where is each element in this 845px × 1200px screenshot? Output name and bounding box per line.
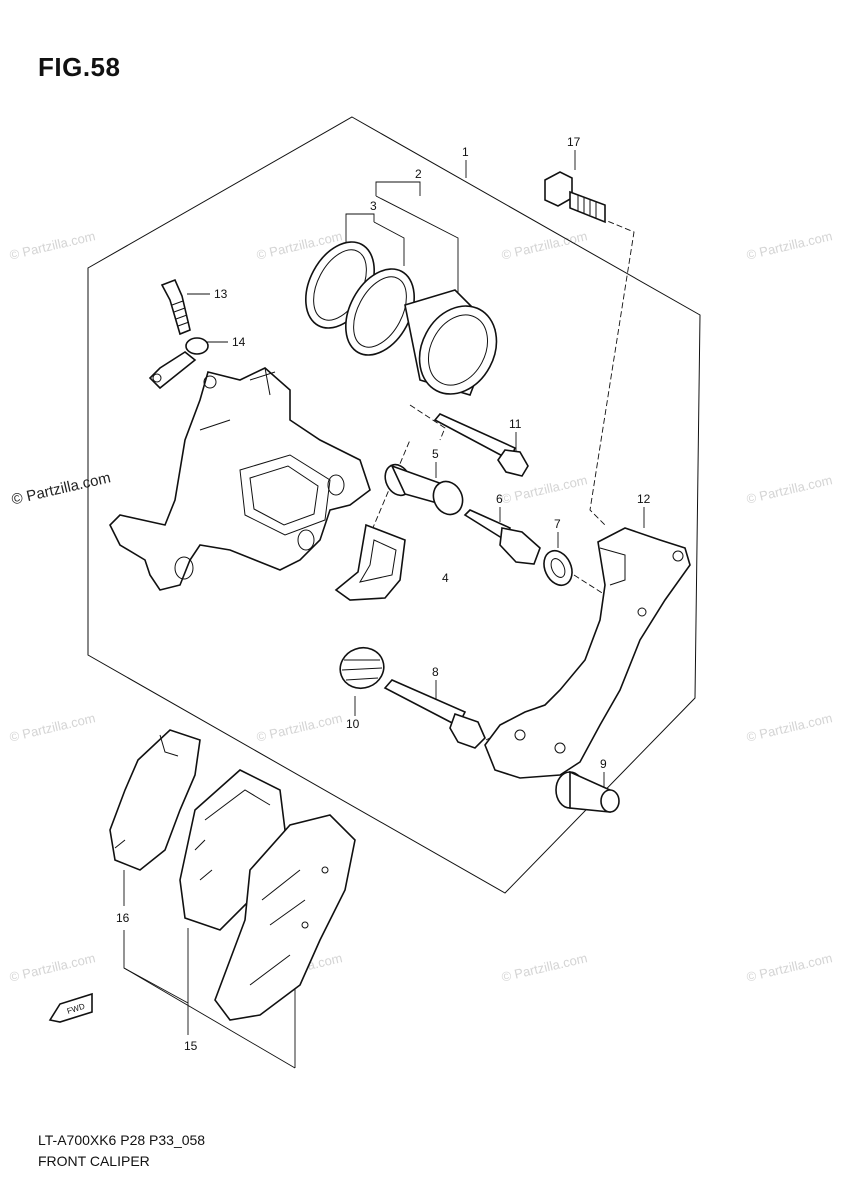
- callout-14: 14: [232, 335, 246, 349]
- assembly-outline: [87, 116, 701, 894]
- callout-16: 16: [116, 911, 130, 925]
- boot-10: [339, 646, 385, 690]
- callout-12: 12: [637, 492, 651, 506]
- figure-code: LT-A700XK6 P28 P33_058: [38, 1132, 206, 1148]
- callout-4: 4: [442, 571, 449, 585]
- callout-3: 3: [370, 199, 377, 213]
- brake-pads-15: [179, 769, 356, 1021]
- callout-7: 7: [554, 517, 561, 531]
- leader-lines: [123, 150, 645, 1069]
- pin-11: [433, 413, 529, 477]
- callout-17: 17: [567, 135, 581, 149]
- bleeder-screw-13: [160, 278, 191, 336]
- figure-name: FRONT CALIPER: [38, 1153, 150, 1169]
- seal-3b: [345, 268, 415, 356]
- washer-7: [543, 549, 573, 587]
- washer-14: [148, 337, 209, 390]
- callout-11: 11: [509, 417, 522, 431]
- callout-10: 10: [346, 717, 360, 731]
- callout-5: 5: [432, 447, 439, 461]
- fwd-arrow-icon: FWD: [48, 992, 93, 1023]
- pin-6: [463, 509, 541, 565]
- piston-2: [404, 289, 498, 396]
- bolt-17: [544, 171, 606, 224]
- callout-6: 6: [496, 492, 503, 506]
- pad-spring-4: [334, 523, 406, 601]
- boot-5: [384, 463, 464, 516]
- caliper-body: [109, 367, 371, 591]
- figure-title: FIG.58: [38, 52, 121, 82]
- sleeve-9: [555, 770, 620, 813]
- callout-1: 1: [462, 145, 469, 159]
- caliper-bracket-12: [484, 527, 691, 779]
- pin-8: [383, 679, 486, 749]
- callout-15: 15: [184, 1039, 198, 1053]
- callout-8: 8: [432, 665, 439, 679]
- callout-9: 9: [600, 757, 607, 771]
- callout-13: 13: [214, 287, 228, 301]
- callout-2: 2: [415, 167, 422, 181]
- shim-16: [109, 729, 201, 871]
